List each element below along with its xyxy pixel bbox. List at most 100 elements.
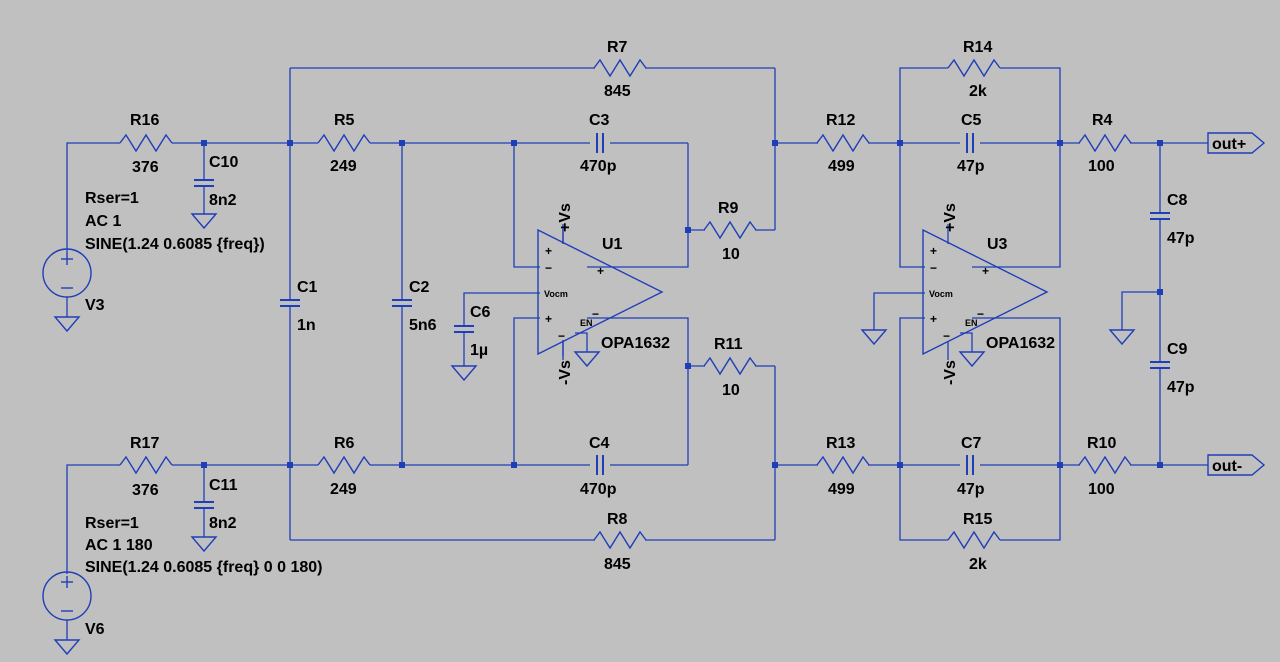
label-C8-name: C8 (1167, 192, 1188, 209)
labels: R16 376 R17 376 R5 249 R6 249 R7 845 R8 … (85, 39, 1246, 638)
resistor-R12[interactable] (816, 134, 870, 152)
capacitor-C3[interactable] (596, 133, 604, 153)
capacitor-C10[interactable] (194, 179, 214, 187)
resistor-R16[interactable] (119, 134, 173, 152)
label-R15-value: 2k (969, 556, 987, 573)
label-R13-value: 499 (828, 481, 855, 498)
capacitor-C9[interactable] (1150, 361, 1170, 369)
label-R5-name: R5 (334, 112, 355, 129)
capacitor-C7[interactable] (966, 455, 974, 475)
label-out-plus: out+ (1212, 136, 1246, 153)
label-U3-out-minus: − (977, 307, 984, 321)
label-C2-name: C2 (409, 279, 430, 296)
resistor-R14[interactable] (947, 59, 1001, 77)
label-R8-name: R8 (607, 511, 628, 528)
label-R11-name: R11 (714, 336, 743, 353)
label-C9-name: C9 (1167, 341, 1188, 358)
label-C7-value: 47p (957, 481, 985, 498)
port-out-minus[interactable] (1207, 454, 1266, 476)
opamp-U3[interactable] (922, 228, 1049, 356)
capacitor-C6[interactable] (454, 325, 474, 333)
label-C3-value: 470p (580, 158, 617, 175)
label-out-minus: out- (1212, 458, 1242, 475)
label-R12-value: 499 (828, 158, 855, 175)
label-C6-value: 1µ (470, 342, 488, 359)
label-R15-name: R15 (963, 511, 992, 528)
junctions (201, 140, 1163, 468)
label-R9-value: 10 (722, 246, 740, 263)
label-R7-name: R7 (607, 39, 628, 56)
capacitor-C11[interactable] (194, 501, 214, 509)
label-C9-value: 47p (1167, 379, 1195, 396)
label-R17-value: 376 (132, 482, 159, 499)
label-U3-out-plus: + (982, 264, 989, 278)
label-U3-vs-neg: -Vs (942, 360, 959, 385)
opamp-U1[interactable] (537, 228, 664, 356)
resistor-R6[interactable] (317, 456, 371, 474)
capacitor-C8[interactable] (1150, 212, 1170, 220)
port-out-plus[interactable] (1207, 132, 1266, 154)
label-U3-vs-pos: +Vs (942, 203, 959, 232)
label-C3-name: C3 (589, 112, 610, 129)
voltage-source-V6[interactable] (42, 571, 92, 640)
resistor-R4[interactable] (1078, 134, 1132, 152)
label-R14-name: R14 (963, 39, 992, 56)
label-U1-vs-pos: +Vs (557, 203, 574, 232)
label-C4-name: C4 (589, 435, 610, 452)
resistor-R17[interactable] (119, 456, 173, 474)
resistor-R15[interactable] (947, 531, 1001, 549)
label-V3-ac: AC 1 (85, 213, 122, 230)
label-U1-en: EN (580, 318, 593, 328)
resistor-R11[interactable] (703, 357, 757, 375)
label-R10-value: 100 (1088, 481, 1115, 498)
label-U3-vocm: Vocm (929, 289, 953, 299)
label-U1-pin-minus: − (545, 261, 552, 275)
voltage-source-V3[interactable] (42, 248, 92, 317)
label-R6-value: 249 (330, 481, 357, 498)
label-U1-pin-plus2: + (545, 312, 552, 326)
label-C8-value: 47p (1167, 230, 1195, 247)
label-R11-value: 10 (722, 382, 740, 399)
label-U1-out-minus: − (592, 307, 599, 321)
label-U3-name: U3 (987, 236, 1008, 253)
capacitor-C5[interactable] (966, 133, 974, 153)
label-U1-vs-neg: -Vs (557, 360, 574, 385)
label-R8-value: 845 (604, 556, 631, 573)
label-U1-model: OPA1632 (601, 335, 670, 352)
label-R10-name: R10 (1087, 435, 1116, 452)
capacitor-C4[interactable] (596, 455, 604, 475)
label-R16-value: 376 (132, 159, 159, 176)
label-R6-name: R6 (334, 435, 355, 452)
wires (66, 67, 1208, 574)
ground-icon (53, 213, 1136, 656)
label-C1-value: 1n (297, 317, 316, 334)
label-V3-func: SINE(1.24 0.6085 {freq}) (85, 236, 265, 253)
label-R14-value: 2k (969, 83, 987, 100)
label-U3-pin-plus: + (930, 244, 937, 258)
label-R13-name: R13 (826, 435, 855, 452)
capacitor-C1[interactable] (280, 299, 300, 307)
resistor-R5[interactable] (317, 134, 371, 152)
capacitor-C2[interactable] (392, 299, 412, 307)
label-R4-name: R4 (1092, 112, 1113, 129)
resistor-R7[interactable] (593, 59, 647, 77)
resistor-R8[interactable] (593, 531, 647, 549)
resistor-R10[interactable] (1078, 456, 1132, 474)
label-R16-name: R16 (130, 112, 159, 129)
resistor-R13[interactable] (816, 456, 870, 474)
label-C11-value: 8n2 (209, 515, 237, 532)
label-C11-name: C11 (209, 477, 238, 494)
label-C6-name: C6 (470, 304, 491, 321)
label-U3-pin-minus: − (930, 261, 937, 275)
label-R17-name: R17 (130, 435, 159, 452)
label-R4-value: 100 (1088, 158, 1115, 175)
label-C4-value: 470p (580, 481, 617, 498)
label-V3-rser: Rser=1 (85, 190, 139, 207)
label-R7-value: 845 (604, 83, 631, 100)
label-C10-value: 8n2 (209, 192, 237, 209)
resistor-R9[interactable] (703, 221, 757, 239)
label-C5-value: 47p (957, 158, 985, 175)
label-V6-name: V6 (85, 621, 105, 638)
